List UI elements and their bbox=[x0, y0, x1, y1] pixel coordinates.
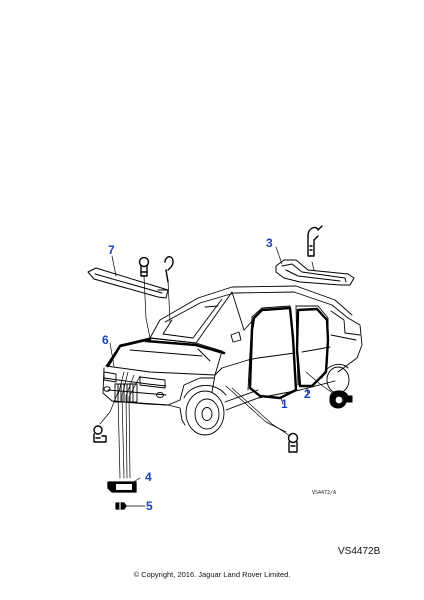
leader-lines bbox=[99, 246, 335, 507]
boot-seal-part-3 bbox=[275, 259, 355, 286]
seal-clip-profile-e bbox=[93, 425, 107, 443]
callout-6: 6 bbox=[102, 333, 109, 347]
rear-door-seal-part-2 bbox=[295, 307, 330, 388]
callout-5: 5 bbox=[146, 499, 153, 513]
drawing-code: VS4472/A bbox=[312, 490, 337, 496]
front-door-seal-part-1 bbox=[248, 306, 298, 400]
seal-clip-profile-d bbox=[287, 432, 299, 453]
car-body-outline bbox=[102, 285, 363, 436]
seal-clip-profile-c bbox=[307, 225, 323, 257]
callout-3: 3 bbox=[266, 236, 273, 250]
callout-1: 1 bbox=[281, 397, 288, 411]
callout-2: 2 bbox=[304, 387, 311, 401]
callout-7: 7 bbox=[108, 243, 115, 257]
bonnet-seal-part-6 bbox=[106, 337, 226, 368]
grommet-part-4 bbox=[107, 481, 137, 493]
seal-clip-profile-a bbox=[138, 256, 150, 277]
seal-clip-profile-b bbox=[164, 256, 174, 283]
callout-4: 4 bbox=[145, 470, 152, 484]
reference-code: VS4472B bbox=[338, 546, 381, 557]
copyright-notice: © Copyright, 2016. Jaguar Land Rover Lim… bbox=[133, 570, 291, 579]
plug-part-5 bbox=[115, 502, 127, 510]
door-seal-profile bbox=[329, 390, 353, 409]
scuttle-seal-part-7 bbox=[87, 267, 169, 299]
